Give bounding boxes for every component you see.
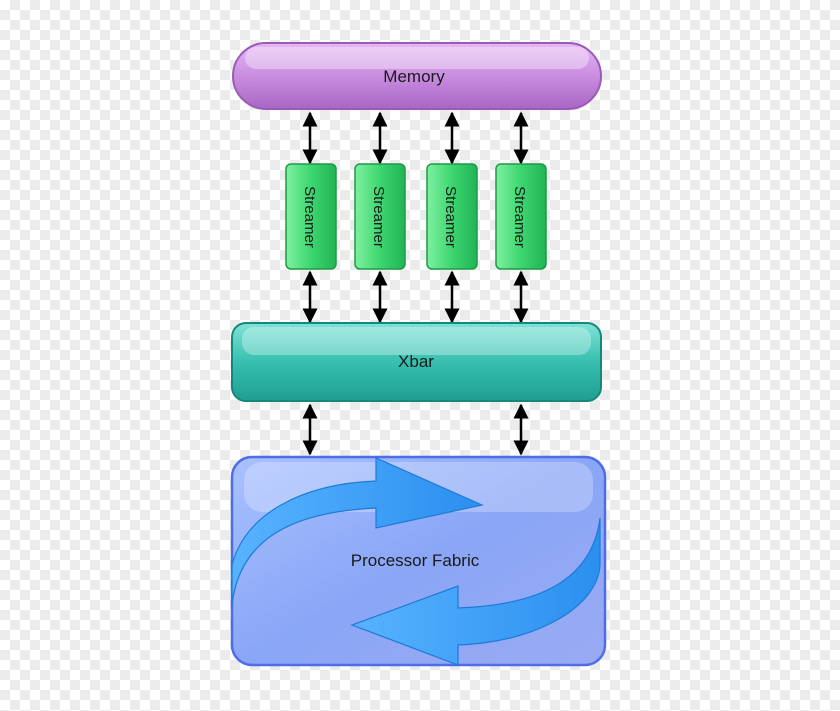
processor-fabric-block: Processor Fabric — [230, 455, 607, 667]
xbar-processor-connectors — [302, 403, 529, 456]
streamer-block-1: Streamer — [285, 163, 337, 270]
streamer-label-2: Streamer — [370, 186, 387, 248]
streamer-xbar-connectors — [302, 270, 529, 324]
xbar-block: Xbar — [231, 322, 602, 402]
cycle-arrow-right-icon — [231, 457, 484, 605]
cycle-arrow-left-icon — [350, 517, 601, 666]
memory-streamer-connectors — [302, 111, 529, 165]
xbar-label: Xbar — [398, 352, 434, 371]
streamer-label-3: Streamer — [442, 186, 459, 248]
memory-block: Memory — [232, 42, 602, 110]
memory-label: Memory — [383, 67, 445, 86]
streamer-block-3: Streamer — [426, 163, 478, 270]
processor-fabric-label: Processor Fabric — [351, 551, 480, 570]
streamer-label-1: Streamer — [301, 186, 318, 248]
streamer-block-4: Streamer — [495, 163, 547, 270]
streamer-label-4: Streamer — [511, 186, 528, 248]
streamer-block-2: Streamer — [354, 163, 406, 270]
